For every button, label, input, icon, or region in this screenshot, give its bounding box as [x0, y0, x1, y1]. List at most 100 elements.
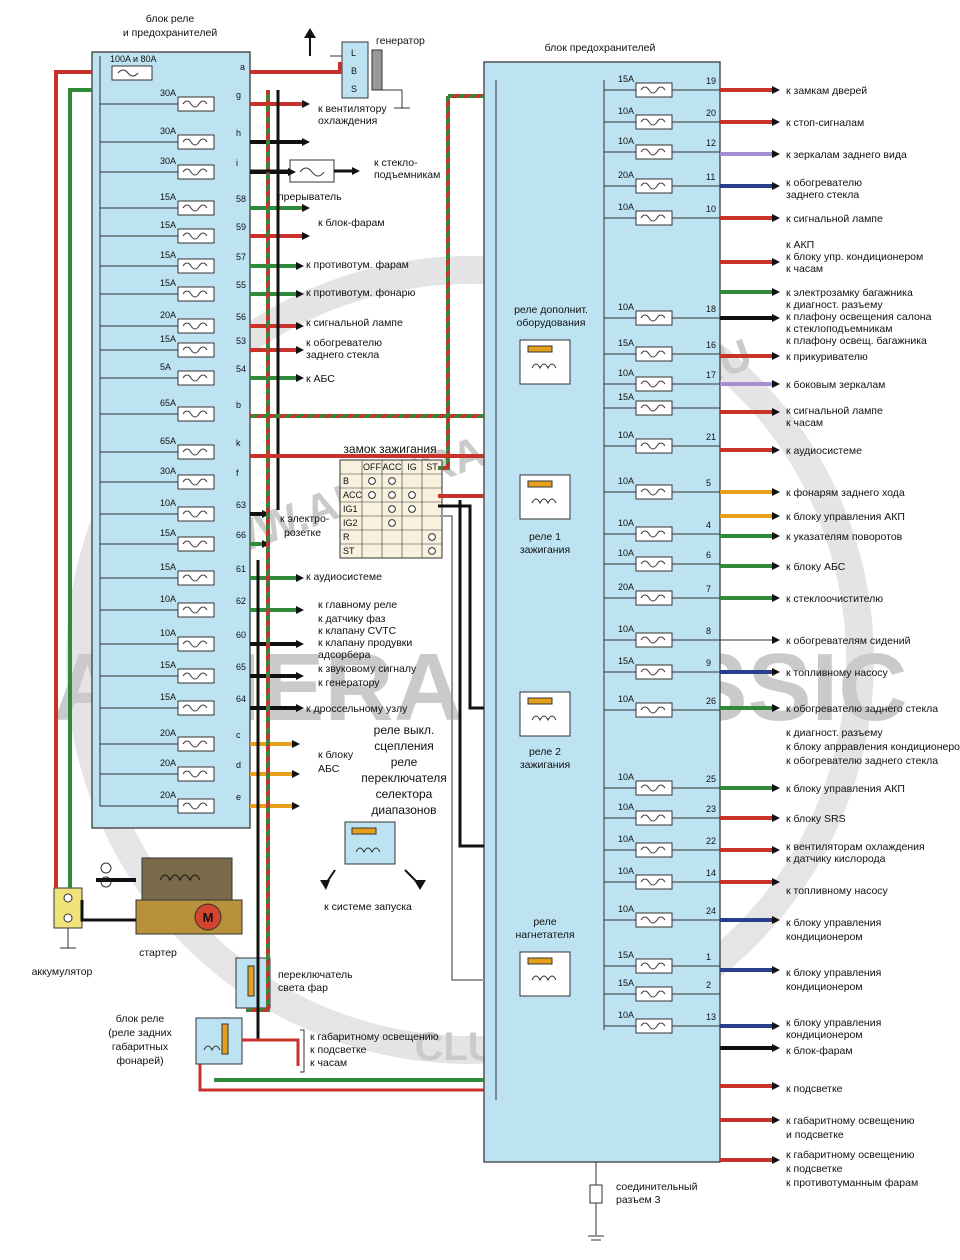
right-output-label: к прикуривателю — [786, 351, 868, 363]
fuse-pin: b — [236, 400, 241, 410]
fuse-rating: 65A — [160, 436, 176, 446]
right-output-label: к обогревателю заднего стекла — [786, 703, 938, 715]
headlight-switch: переключатель света фар — [235, 957, 353, 1009]
left-output-label: к электро- — [280, 513, 330, 525]
fuse-pin: 60 — [236, 630, 246, 640]
right-output-label: к электрозамку багажника — [786, 287, 913, 299]
fuse-icon — [177, 668, 215, 684]
fuse-pin: 24 — [706, 906, 716, 916]
fuse-icon — [635, 632, 673, 648]
right-output-label: к плафону освещения салона — [786, 311, 932, 323]
headlight-switch-label-1: переключатель — [278, 969, 353, 981]
relay-extra-equipment: реле дополнит. оборудования — [514, 304, 588, 385]
ign-feed-wire — [438, 96, 450, 470]
left-output-label: к звуковому сигналу — [318, 663, 417, 675]
clutch-relay: реле выкл.сцеплениярелепереключателяселе… — [320, 723, 447, 913]
fuse-rating: 30A — [160, 88, 176, 98]
fuse-pin: 25 — [706, 774, 716, 784]
left-output-label: к вентилятору — [318, 103, 387, 115]
fuse-rating: 15A — [160, 250, 176, 260]
relay-ign2-label-1: реле 2 — [529, 746, 561, 758]
right-fuse-19: 10A 22 — [604, 834, 720, 858]
clutch-relay-label: селектора — [376, 787, 433, 801]
right-output-label: к обогревателю заднего стекла — [786, 755, 938, 767]
starter-motor-icon: M — [203, 910, 214, 925]
clutch-relay-label: реле — [391, 755, 418, 769]
right-output-label: к часам — [786, 417, 823, 429]
clutch-relay-label: реле выкл. — [374, 723, 435, 737]
ignition-contact — [388, 477, 396, 485]
fuse-icon — [635, 144, 673, 160]
fuse-icon — [177, 286, 215, 302]
ignition-row: IG2 — [343, 518, 358, 528]
fuse-icon — [635, 484, 673, 500]
headlight-switch-label-2: света фар — [278, 982, 328, 994]
fuse-icon — [177, 318, 215, 334]
ignition-title: замок зажигания — [343, 442, 436, 456]
right-fuse-8: 15A — [604, 392, 720, 416]
gen-pin-b: B — [351, 66, 357, 76]
harness-wire-1 — [246, 90, 270, 1012]
tail-wire-red — [198, 1064, 484, 1092]
fuse-icon — [177, 506, 215, 522]
fuse-pin: 22 — [706, 836, 716, 846]
fuse-rating: 15A — [160, 278, 176, 288]
left-output-label: к аудиосистеме — [306, 571, 382, 583]
fuse-pin: 9 — [706, 658, 711, 668]
ignition-contact — [408, 505, 416, 513]
starter-ground — [80, 900, 136, 922]
fuse-rating: 10A — [618, 834, 634, 844]
right-output-label: к плафону освещ. багажника — [786, 335, 927, 347]
left-block-title-1: блок реле — [146, 13, 195, 25]
fuse-rating: 15A — [160, 334, 176, 344]
right-output-label: к блоку SRS — [786, 813, 846, 825]
start-system-label: к системе запуска — [324, 901, 412, 913]
left-output-label: охлаждения — [318, 115, 377, 127]
ignition-contact — [388, 519, 396, 527]
fuse-icon — [635, 210, 673, 226]
fuse-rating: 10A — [618, 548, 634, 558]
fuse-pin: 21 — [706, 432, 716, 442]
right-output-label: к вентиляторам охлаждения — [786, 841, 925, 853]
fuse-icon — [635, 780, 673, 796]
fuse-rating: 20A — [160, 728, 176, 738]
fuse-rating: 15A — [160, 528, 176, 538]
right-output-label: к стоп-сигналам — [786, 117, 864, 129]
ignition-contact — [368, 491, 376, 499]
right-output-label: к фонарям заднего хода — [786, 487, 905, 499]
relay-ignition-1: реле 1 зажигания — [519, 474, 571, 556]
right-output-label: к аудиосистеме — [786, 445, 862, 457]
ignition-row: IG1 — [343, 504, 358, 514]
right-output-label: к АКП — [786, 239, 814, 251]
ignition-contact — [428, 547, 436, 555]
wires — [54, 62, 780, 1164]
tail-relay-label-2: (реле задних — [108, 1027, 172, 1039]
left-output-label: прерыватель — [278, 191, 342, 203]
fuse-icon — [177, 134, 215, 150]
right-output-label: к стеклоочистителю — [786, 593, 883, 605]
fuse-pin: 17 — [706, 370, 716, 380]
fuse-rating: 10A — [618, 694, 634, 704]
fuse-rating: 10A — [618, 518, 634, 528]
right-output-label: к подсветке — [786, 1163, 843, 1175]
right-output-label: к датчику кислорода — [786, 853, 886, 865]
right-output-label: к габаритному освещению — [786, 1115, 915, 1127]
